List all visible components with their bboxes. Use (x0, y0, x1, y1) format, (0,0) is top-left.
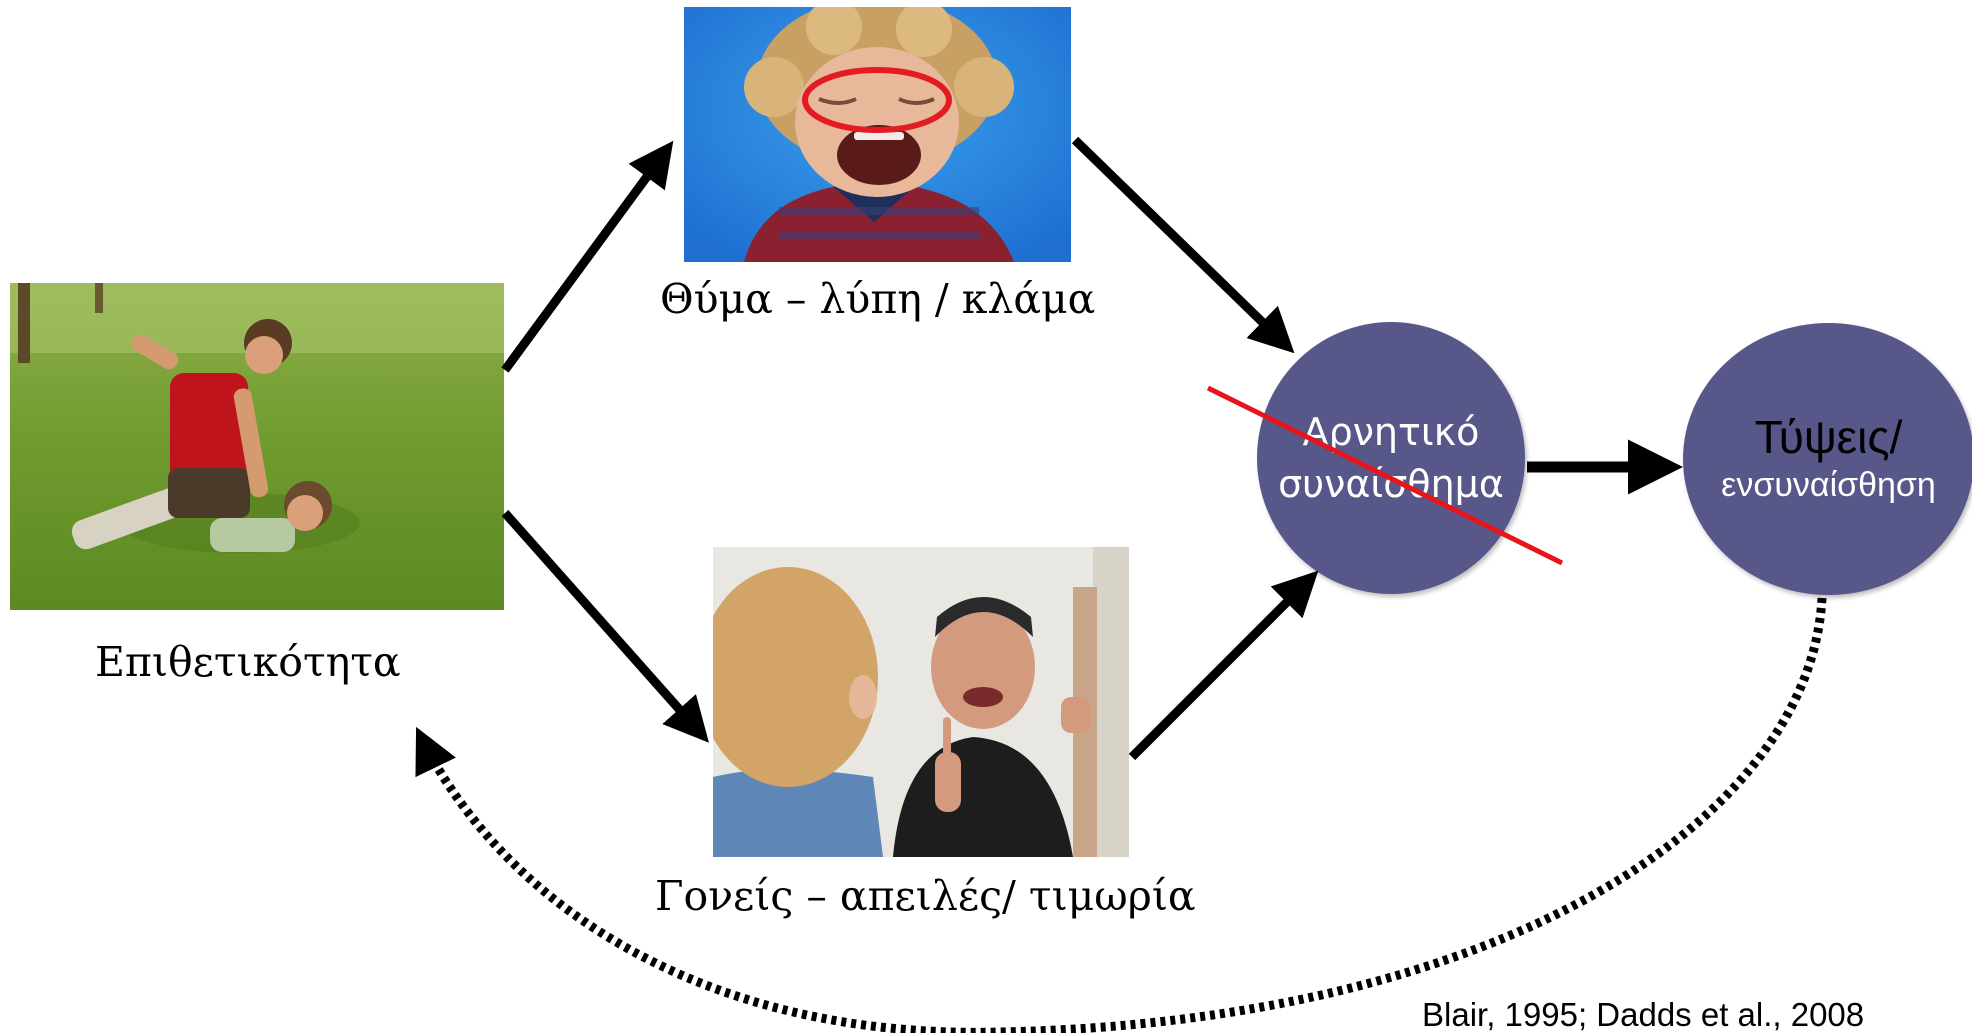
negative-emotion-node: Αρνητικό συναίσθημα (1257, 322, 1525, 594)
arrow-parents-to-negative-emotion (1128, 570, 1319, 761)
citation-text: Blair, 1995; Dadds et al., 2008 (1422, 996, 1865, 1033)
parents-label: Γονείς – απειλές/ τιμωρία (655, 872, 1196, 920)
remorse-line1: Τύψεις/ (1754, 411, 1903, 463)
angry-parent-image (713, 547, 1129, 857)
crying-child-image (684, 7, 1071, 262)
remorse-line2: ενσυναίσθηση (1721, 466, 1936, 504)
victim-label: Θύμα – λύπη / κλάμα (660, 275, 1096, 323)
remorse-empathy-node: Τύψεις/ ενσυναίσθηση (1683, 323, 1972, 595)
aggression-photo (10, 283, 504, 610)
arrow-aggression-to-parents (501, 510, 709, 743)
crying-child-photo (684, 7, 1071, 262)
negative-emotion-line1: Αρνητικό (1302, 410, 1480, 454)
angry-parent-photo (713, 547, 1129, 857)
arrow-aggression-to-victim (501, 140, 674, 373)
highlight-ring-icon (802, 67, 952, 133)
children-fighting-image (10, 283, 504, 610)
aggression-label: Επιθετικότητα (95, 638, 401, 686)
arrow-victim-to-negative-emotion (1071, 136, 1295, 354)
negative-emotion-line2: συναίσθημα (1278, 462, 1504, 506)
